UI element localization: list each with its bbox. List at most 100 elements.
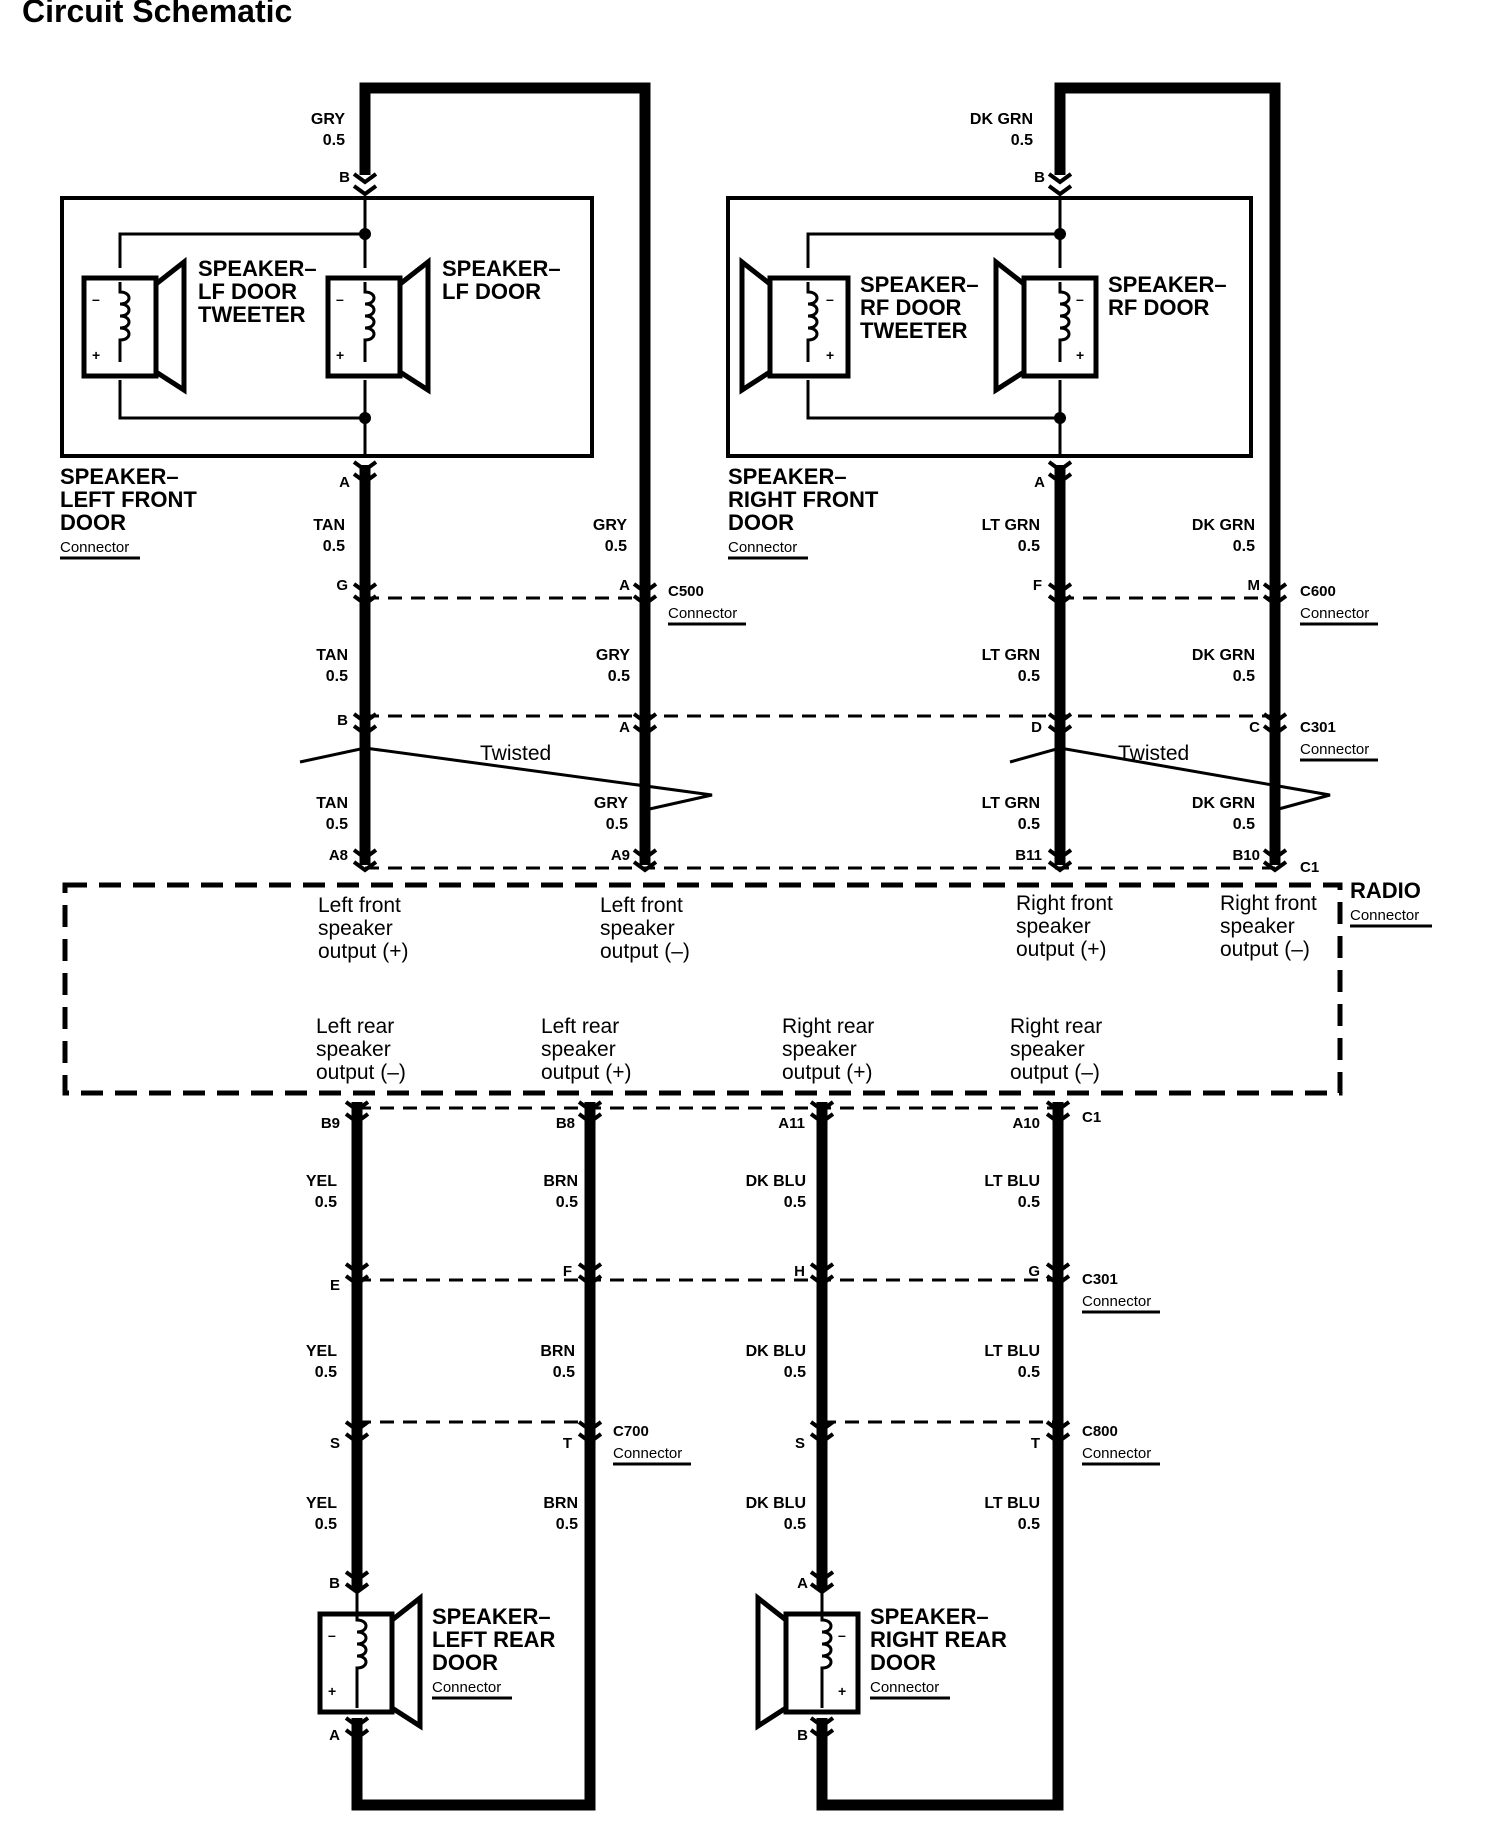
wire-label-color: YEL (306, 1343, 337, 1360)
wire-label-size: 0.5 (315, 1364, 337, 1381)
terminal-chevron (632, 848, 658, 873)
lf-tweeter-cone (153, 256, 187, 395)
terminal-chevron (809, 1716, 835, 1741)
lf-speaker-label-1: SPEAKER– (442, 256, 561, 281)
lf-tweeter-label-3: TWEETER (198, 302, 306, 327)
wire-label-size: 0.5 (606, 816, 628, 833)
radio-output-lf-plus-3: output (+) (318, 940, 408, 963)
wire-label-size: 0.5 (784, 1516, 806, 1533)
twisted-label-right: Twisted (1118, 742, 1189, 765)
terminal-chevron (1045, 1100, 1071, 1125)
terminal-chevron (344, 1716, 370, 1741)
rr-speaker-plus: + (838, 1683, 846, 1699)
wire-label-size: 0.5 (326, 816, 348, 833)
radio-output-rr-minus-1: Right rear (1010, 1015, 1102, 1038)
lf-tweeter-plus: + (92, 347, 100, 363)
twist-right-symbol (1009, 746, 1331, 812)
radio-output-rf-plus-1: Right front (1016, 892, 1113, 915)
connector-lines (357, 596, 1275, 1424)
pin-label: F (563, 1263, 572, 1280)
pin-label: S (330, 1435, 340, 1452)
terminal-chevron (809, 1262, 835, 1287)
pin-label: A (619, 577, 630, 594)
front-wiring (359, 82, 1281, 865)
terminal-chevron (1262, 582, 1288, 607)
wire-label-size: 0.5 (1018, 816, 1040, 833)
radio-output-lf-minus-1: Left front (600, 894, 683, 917)
radio-output-rf-plus-3: output (+) (1016, 938, 1106, 961)
connector-id: C1 (1300, 859, 1319, 876)
pin-label: S (795, 1435, 805, 1452)
lr-speaker-coil-icon (355, 1590, 368, 1708)
rf-tweeter-cone (739, 256, 773, 395)
wire-label-size: 0.5 (1018, 1194, 1040, 1211)
rf-top-splice (1054, 228, 1066, 240)
rr-door-label-3: DOOR (870, 1650, 936, 1675)
wire-label-size: 0.5 (556, 1516, 578, 1533)
wire-label-size: 0.5 (553, 1364, 575, 1381)
pin-label: A9 (611, 847, 630, 864)
lr-speaker-plus: + (328, 1683, 336, 1699)
lr-door-label-2: LEFT REAR (432, 1627, 556, 1652)
wire-label-size: 0.5 (1233, 816, 1255, 833)
pin-label: A8 (329, 847, 348, 864)
twist-left-symbol (299, 746, 713, 812)
terminal-chevron (344, 1100, 370, 1125)
connector-id: C600 (1300, 583, 1336, 600)
lf-tweeter-label-2: LF DOOR (198, 279, 297, 304)
radio-output-lr-plus-1: Left rear (541, 1015, 619, 1038)
connector-id: C1 (1082, 1109, 1101, 1126)
pin-label: B9 (321, 1115, 340, 1132)
rr-door-speaker: – + SPEAKER– RIGHT REAR DOOR Connector (755, 1590, 1007, 1731)
wire-label-color: GRY (593, 517, 627, 534)
terminal-chevron (352, 848, 378, 873)
lf-bot-splice (359, 412, 371, 424)
wire-label-size: 0.5 (323, 132, 345, 149)
terminal-chevron (632, 582, 658, 607)
terminal-chevron (809, 1420, 835, 1445)
lf-door-label-2: LEFT FRONT (60, 487, 197, 512)
lf-top-splice (359, 228, 371, 240)
wire-label-color: TAN (316, 795, 348, 812)
wire-label-color: GRY (311, 111, 345, 128)
pin-label: D (1031, 719, 1042, 736)
rf-speaker-coil-icon (1058, 282, 1071, 362)
connector-sub: Connector (1082, 1293, 1151, 1310)
connector-id: C500 (668, 583, 704, 600)
pin-label: A (797, 1575, 808, 1592)
connector-sub: Connector (613, 1445, 682, 1462)
terminal-chevron (344, 1570, 370, 1595)
lf-tweeter-label-1: SPEAKER– (198, 256, 317, 281)
pin-label: B11 (1015, 847, 1042, 864)
rf-door-label-1: SPEAKER– (728, 464, 847, 489)
wire-label-color: DK GRN (970, 111, 1033, 128)
wire-label-color: DK GRN (1192, 795, 1255, 812)
wire-label-color: LT BLU (984, 1173, 1040, 1190)
rf-tweeter-label-2: RF DOOR (860, 295, 962, 320)
terminal-chevron (809, 1100, 835, 1125)
lf-speaker-plus: + (336, 347, 344, 363)
lr-door-connector-label: Connector (432, 1679, 501, 1696)
pin-label: B (337, 712, 348, 729)
pin-label: F (1033, 577, 1042, 594)
wire-label-color: BRN (543, 1495, 578, 1512)
radio-output-rr-minus-3: output (–) (1010, 1061, 1100, 1084)
rf-door-speaker-assembly: – + – + SPEAKER– RF DOOR TWEETER SPEAKER… (726, 196, 1253, 458)
rr-speaker-minus: – (838, 1627, 846, 1643)
pin-label: G (1028, 1263, 1040, 1280)
rf-speaker-cone (993, 256, 1027, 395)
rf-tweeter-minus: – (826, 291, 834, 307)
pin-label: B (329, 1575, 340, 1592)
wire-label-size: 0.5 (315, 1516, 337, 1533)
twisted-label-left: Twisted (480, 742, 551, 765)
wire-label-color: LT BLU (984, 1343, 1040, 1360)
wire-yel-bottom (351, 1102, 596, 1811)
wire-label-color: DK GRN (1192, 647, 1255, 664)
wire-label-color: TAN (316, 647, 348, 664)
rr-door-label-1: SPEAKER– (870, 1604, 989, 1629)
connector-sub: Connector (1082, 1445, 1151, 1462)
terminal-chevron (1047, 848, 1073, 873)
wire-label-color: LT GRN (982, 517, 1040, 534)
pin-label: E (330, 1277, 340, 1294)
